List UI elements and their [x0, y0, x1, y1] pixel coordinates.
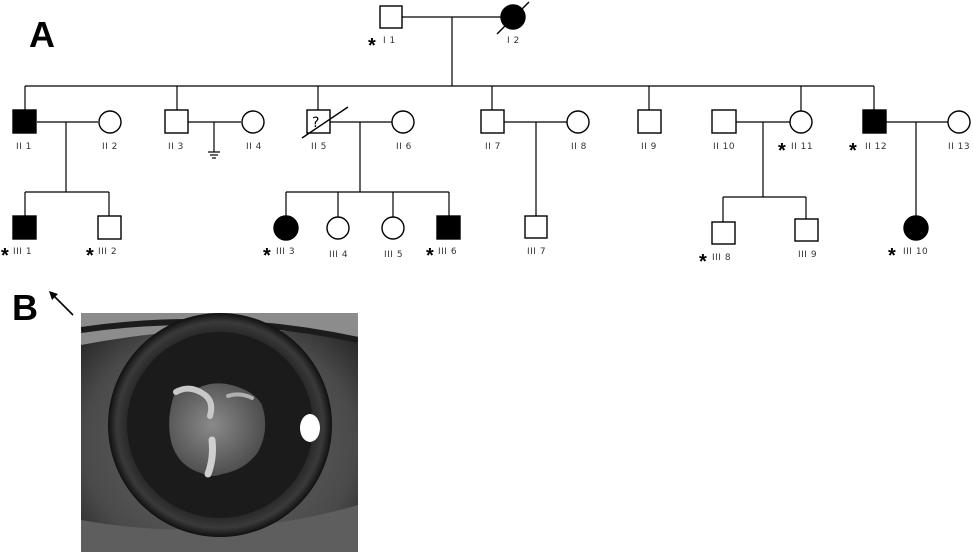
individual-II11 [789, 110, 813, 134]
unknown-status-mark: ? [312, 115, 319, 131]
label-II12: II 12 [865, 142, 887, 152]
label-III8: III 8 [712, 253, 731, 263]
star-marker: * [86, 245, 94, 267]
individual-II12 [862, 109, 887, 134]
individual-III6 [436, 215, 461, 240]
star-marker: * [849, 140, 857, 162]
label-II6: II 6 [396, 142, 412, 152]
label-III3: III 3 [276, 247, 295, 257]
label-III7: III 7 [527, 247, 546, 257]
individual-II9 [637, 109, 662, 134]
deceased-mark-II5 [301, 106, 349, 139]
star-marker: * [778, 140, 786, 162]
star-marker: * [368, 35, 376, 57]
individual-III8 [711, 221, 736, 245]
label-II4: II 4 [246, 142, 262, 152]
label-III6: III 6 [438, 247, 457, 257]
star-marker: * [699, 251, 707, 273]
individual-II4 [241, 110, 265, 134]
individual-III7 [524, 215, 548, 239]
label-II9: II 9 [641, 142, 657, 152]
individual-III4 [326, 216, 350, 240]
star-marker: * [888, 245, 896, 267]
individual-I2 [500, 4, 526, 30]
star-marker: * [426, 245, 434, 267]
individual-II2 [98, 110, 122, 134]
individual-I1 [379, 5, 403, 29]
label-III5: III 5 [384, 250, 403, 260]
panel-b-label: B [12, 287, 38, 328]
label-I2: I 2 [507, 36, 520, 46]
deceased-mark-I2 [496, 1, 530, 35]
individual-III9 [794, 218, 819, 242]
individual-II6 [391, 110, 415, 134]
arrow-icon [49, 291, 74, 316]
individual-III2 [97, 215, 122, 240]
label-II3: II 3 [168, 142, 184, 152]
individual-III5 [381, 216, 405, 240]
label-III10: III 10 [903, 247, 928, 257]
individual-II1 [12, 109, 37, 134]
individual-II7 [480, 109, 505, 134]
pedigree-lines [24, 16, 948, 222]
individual-III3 [273, 215, 299, 241]
label-III4: III 4 [329, 250, 348, 260]
label-II11: II 11 [791, 142, 813, 152]
label-III9: III 9 [798, 250, 817, 260]
label-II5: II 5 [311, 142, 327, 152]
individual-III1 [12, 215, 37, 240]
label-III1: III 1 [13, 247, 32, 257]
label-II2: II 2 [102, 142, 118, 152]
label-II7: II 7 [485, 142, 501, 152]
individual-II13 [947, 110, 971, 134]
id-labels: I 1 I 2 II 1 II 2 II 3 II 4 II 5 II 6 II… [13, 36, 970, 263]
label-II10: II 10 [713, 142, 735, 152]
star-marker: * [263, 245, 271, 267]
label-I1: I 1 [383, 36, 396, 46]
individual-II8 [566, 110, 590, 134]
individual-III10 [903, 215, 929, 241]
label-III2: III 2 [98, 247, 117, 257]
label-II13: II 13 [948, 142, 970, 152]
star-marker: * [1, 245, 9, 267]
individual-II10 [711, 109, 737, 134]
label-II8: II 8 [571, 142, 587, 152]
label-II1: II 1 [16, 142, 32, 152]
examined-markers: * * * * * * * * * [1, 35, 896, 273]
eye-photo [81, 313, 358, 552]
panel-a-label: A [29, 14, 55, 55]
individual-II5 [306, 109, 331, 134]
individual-II3 [164, 109, 189, 134]
